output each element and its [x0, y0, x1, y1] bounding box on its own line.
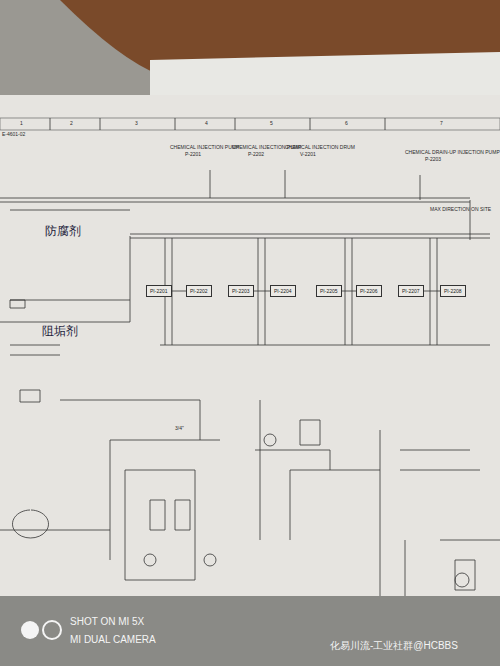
- logo-dot: [21, 621, 39, 639]
- drawing-label: SHOT ON MI 5X: [70, 616, 144, 628]
- paper: [0, 95, 500, 666]
- drawing-label: 5: [270, 121, 273, 127]
- tag-text: PI-2206: [360, 288, 378, 294]
- table-bottom: [0, 596, 500, 666]
- pipe-line: [264, 434, 276, 446]
- pipe-line: [210, 170, 420, 200]
- pipe-line: [385, 118, 386, 130]
- pipe-line: [175, 118, 176, 130]
- instrument-box: PI-2205: [316, 285, 342, 297]
- tag-text: PI-2208: [444, 288, 462, 294]
- pipe-line: [160, 345, 490, 346]
- pipes: [0, 118, 500, 620]
- drawing-label: 2: [70, 121, 73, 127]
- connector: [342, 291, 356, 292]
- pipe-line: [130, 236, 131, 322]
- title-band: [0, 118, 500, 130]
- pipe-line: [235, 118, 236, 130]
- tag-text: PI-2202: [190, 288, 208, 294]
- drawing-label: CHEMICAL INJECTION PUMP: [170, 145, 239, 151]
- pipe-line: [100, 118, 101, 130]
- drawing-label: MI DUAL CAMERA: [70, 634, 156, 646]
- instrument-box: PI-2208: [440, 285, 466, 297]
- instrument-box: PI-2202: [186, 285, 212, 297]
- drawing-label: 7: [440, 121, 443, 127]
- drawing-label: 3/4": [175, 426, 184, 432]
- pipe-line: [0, 322, 130, 323]
- tag-text: PI-2205: [320, 288, 338, 294]
- instrument-box: PI-2206: [356, 285, 382, 297]
- tag-text: PI-2201: [150, 288, 168, 294]
- pipe-line: [10, 300, 40, 402]
- drawing-label: 防腐剂: [45, 225, 81, 239]
- drawing-label: 1: [20, 121, 23, 127]
- pipe-line: [0, 198, 470, 199]
- pipe-line: [144, 554, 156, 566]
- drawing-label: E-4601-02: [2, 132, 25, 138]
- drawing-label: 4: [205, 121, 208, 127]
- tag-text: PI-2207: [402, 288, 420, 294]
- tag-text: PI-2204: [274, 288, 292, 294]
- drawing-label: CHEMICAL DRAIN-UP INJECTION PUMP: [405, 150, 500, 156]
- connector: [172, 291, 186, 292]
- pipe-line: [255, 400, 380, 600]
- connector: [254, 291, 270, 292]
- drawing-label: 阻垢剂: [42, 325, 78, 339]
- drawing-label: 6: [345, 121, 348, 127]
- drawing-label: 化易川流-工业社群@HCBBS: [330, 640, 458, 652]
- pipe-line: [400, 450, 500, 620]
- pipe-line: [10, 210, 130, 355]
- instrument-box: PI-2203: [228, 285, 254, 297]
- drawing-label: MAX DIRECTION ON SITE: [430, 207, 491, 213]
- pipe-line: [165, 238, 437, 345]
- instrument-box: PI-2204: [270, 285, 296, 297]
- pipe-line: [204, 554, 216, 566]
- drawing-label: P-2202: [248, 152, 264, 158]
- pipe-line: [130, 238, 490, 239]
- pipe-line: [50, 118, 51, 130]
- tag-text: PI-2203: [232, 288, 250, 294]
- pipe-line: [130, 234, 490, 235]
- pipe-line: [455, 573, 469, 587]
- drawing-label: P-2203: [425, 157, 441, 163]
- drawing-label: P-2201: [185, 152, 201, 158]
- pipe-line: [0, 510, 110, 538]
- paper-curl: [150, 52, 500, 100]
- pipe-line: [60, 400, 220, 580]
- connector: [424, 291, 440, 292]
- instrument-box: PI-2201: [146, 285, 172, 297]
- drawing-label: 3: [135, 121, 138, 127]
- drawing-label: V-2201: [300, 152, 316, 158]
- pipe-line: [0, 202, 470, 203]
- pipe-line: [310, 118, 311, 130]
- instrument-box: PI-2207: [398, 285, 424, 297]
- drawing-label: CHEMICAL INJECTION DRUM: [285, 145, 355, 151]
- logo-ring: [43, 621, 61, 639]
